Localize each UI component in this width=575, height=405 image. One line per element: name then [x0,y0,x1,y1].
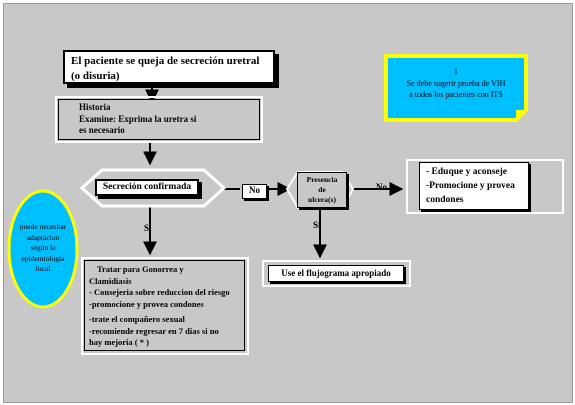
eduque-line1: - Eduque y aconseje [426,167,508,177]
epi-note-line2: adaptacion [26,232,60,242]
historia-line1: Historia [79,102,111,112]
no-box-label: No [249,185,260,195]
tratar-line4: -promocione y provea condones [89,298,204,309]
epi-note-line1: puede necesitar [19,222,67,231]
edge-label-si-left: Si [144,223,152,233]
epi-note-text: puede necesitar adaptacion según la epid… [9,222,77,275]
eduque-outer [406,159,564,214]
flujograma-box: Use el flujograma apropiado [268,265,404,282]
ulcera-line3: ulcera(s) [308,195,336,204]
epi-note-line5: local [35,264,51,273]
tratar-line2: Clamidiasis [89,275,132,286]
edge-label-si-ulcera: Si [313,220,321,230]
ulcera-line1: Presencia [306,175,338,184]
vih-note-text: 1 Se debe sugerir prueba de VIH a todos … [388,66,524,101]
tratar-box: Tratar para Gonorrea y Clamidiasis - Con… [84,260,245,351]
vih-note-line1: 1 [454,67,458,76]
flujograma-outer [262,260,411,287]
vih-note-line2: Se debe sugerir prueba de VIH [406,78,506,88]
complaint-line2: (o disuria) [71,70,120,82]
no-box: No [242,184,267,199]
vih-note-line3: a todos los pacientes con ITS [409,90,503,99]
tratar-line7: hay mejoria ( * ) [89,337,149,347]
secrecion-box: Secreción confirmada [95,179,199,196]
historia-line3: es necesario [79,125,125,135]
complaint-line1: El paciente se queja de secreción uretra… [71,55,260,67]
eduque-line2: -Promocione y provea [426,181,515,191]
tratar-line5: -trate el compañero sexual [89,314,185,324]
epi-note-line4: epidemiologia [21,253,65,263]
edge-label-no-ulcera: No [376,182,387,192]
secrecion-label: Secreción confirmada [102,182,192,192]
tratar-outer [81,257,249,355]
flowchart-canvas: El paciente se queja de secreción uretra… [3,3,573,403]
eduque-line3: condones [426,195,464,205]
ulcera-box: Presencia de ulcera(s) [297,172,347,208]
flujograma-label: Use el flujograma apropiado [281,268,391,278]
tratar-line1: Tratar para Gonorrea y [97,264,184,274]
complaint-box: El paciente se queja de secreción uretra… [63,50,275,84]
vih-note-fold [516,110,526,120]
epi-note-line3: según la [30,243,56,252]
tratar-line3: - Consejeria sobre reduccion del riesgo [89,287,230,297]
epi-note-shape [7,189,79,309]
eduque-box: - Eduque y aconseje -Promocione y provea… [419,162,529,210]
historia-box: Historia Examine: Exprima la uretra si e… [55,96,263,143]
tratar-line6: -recomiende regresar en 7 dias si no [89,325,219,336]
historia-line2: Examine: Exprima la uretra si [79,113,197,124]
ulcera-line2: de [318,185,326,194]
